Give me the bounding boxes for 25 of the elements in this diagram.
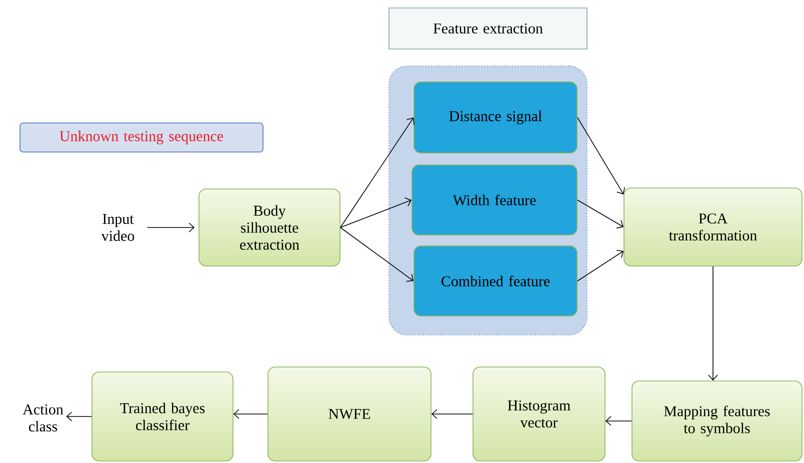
- arrow: [431, 409, 473, 419]
- process-box: NWFE: [268, 366, 432, 462]
- arrow: [340, 197, 412, 228]
- arrow: [577, 200, 624, 228]
- process-box: Combined feature: [414, 246, 578, 316]
- process-box: Body silhouette extraction: [198, 188, 340, 266]
- arrow: [233, 409, 268, 419]
- arrow: [577, 250, 624, 282]
- process-box: Histogram vector: [472, 366, 606, 462]
- arrow: [708, 266, 718, 381]
- label-box: Unknown testing sequence: [20, 122, 264, 152]
- title-box: Feature extraction: [388, 8, 588, 50]
- process-box: Width feature: [412, 164, 578, 236]
- output-label: Action class: [22, 404, 64, 432]
- process-box: Mapping features to symbols: [632, 380, 802, 462]
- process-box: Distance signal: [414, 82, 578, 154]
- process-box: PCA transformation: [624, 188, 802, 266]
- process-box: Trained bayes classifier: [92, 372, 234, 462]
- arrow: [146, 222, 195, 232]
- arrow: [340, 227, 414, 282]
- arrow: [577, 117, 625, 194]
- arrow: [340, 118, 415, 228]
- arrow: [66, 412, 92, 422]
- input-label: Input video: [101, 214, 134, 241]
- arrow: [605, 416, 632, 426]
